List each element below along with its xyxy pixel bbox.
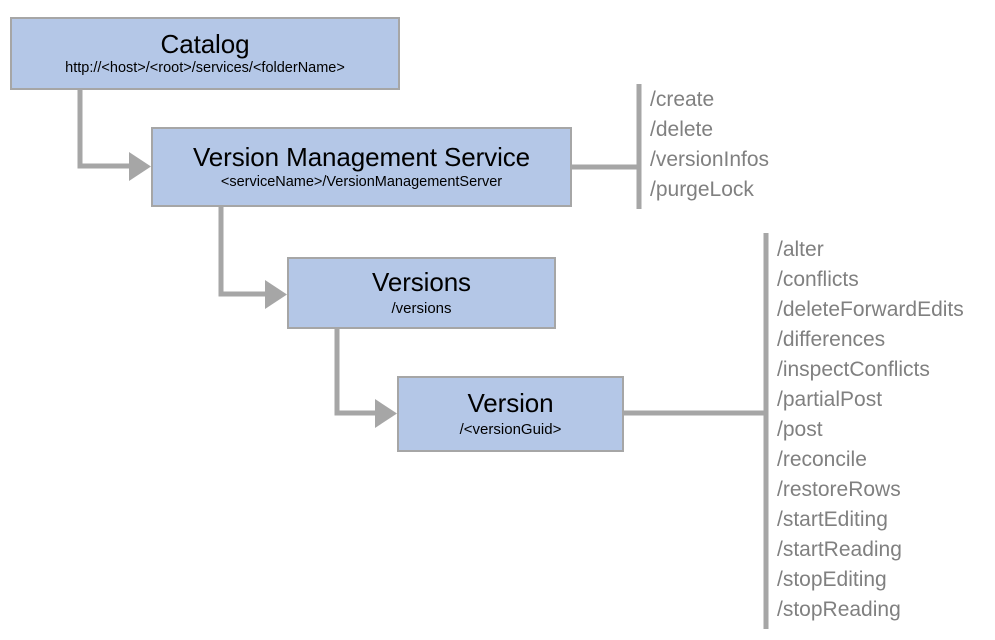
arrowhead-icon	[129, 152, 151, 181]
node-version-management-service[interactable]: Version Management Service <serviceName>…	[151, 127, 572, 207]
operation-item-service[interactable]: /delete	[650, 118, 714, 141]
operation-list-version: /alter/conflicts/deleteForwardEdits/diff…	[777, 235, 964, 625]
connector-service-to-versions	[218, 207, 287, 309]
operation-item-version[interactable]: /alter	[777, 238, 824, 261]
node-catalog-path: http://<host>/<root>/services/<folderNam…	[65, 60, 345, 77]
operation-item-version[interactable]: /reconcile	[777, 448, 867, 471]
connector-version-to-operations	[624, 233, 769, 629]
operation-item-version[interactable]: /restoreRows	[777, 478, 901, 501]
operation-list-service: /create/delete/versionInfos/purgeLock	[650, 85, 769, 205]
node-versions[interactable]: Versions /versions	[287, 257, 556, 329]
operation-item-version[interactable]: /conflicts	[777, 268, 859, 291]
node-version-management-service-path: <serviceName>/VersionManagementServer	[220, 174, 503, 191]
operation-item-version[interactable]: /stopReading	[777, 598, 901, 621]
operation-item-version[interactable]: /stopEditing	[777, 568, 887, 591]
operation-item-service[interactable]: /purgeLock	[650, 178, 754, 201]
operation-item-version[interactable]: /deleteForwardEdits	[777, 298, 964, 321]
node-version-title: Version	[467, 388, 554, 419]
node-versions-path: /versions	[391, 300, 452, 318]
node-version-management-service-title: Version Management Service	[192, 142, 531, 173]
operation-item-version[interactable]: /partialPost	[777, 388, 883, 411]
operation-item-version[interactable]: /differences	[777, 328, 886, 351]
node-catalog[interactable]: Catalog http://<host>/<root>/services/<f…	[10, 17, 400, 90]
node-versions-title: Versions	[372, 267, 471, 298]
operation-item-version[interactable]: /startReading	[777, 538, 902, 561]
arrowhead-icon	[265, 280, 287, 309]
operation-item-service[interactable]: /versionInfos	[650, 148, 770, 171]
connector-service-to-operations	[572, 84, 642, 209]
node-catalog-title: Catalog	[160, 29, 250, 60]
operation-item-version[interactable]: /startEditing	[777, 508, 888, 531]
connector-catalog-to-service	[77, 90, 151, 181]
operation-item-service[interactable]: /create	[650, 88, 715, 111]
arrowhead-icon	[375, 399, 397, 428]
operation-item-version[interactable]: /inspectConflicts	[777, 358, 930, 381]
operation-item-version[interactable]: /post	[777, 418, 823, 441]
node-version-path: /<versionGuid>	[459, 421, 562, 439]
node-version[interactable]: Version /<versionGuid>	[397, 376, 624, 452]
connector-versions-to-version	[334, 329, 397, 428]
